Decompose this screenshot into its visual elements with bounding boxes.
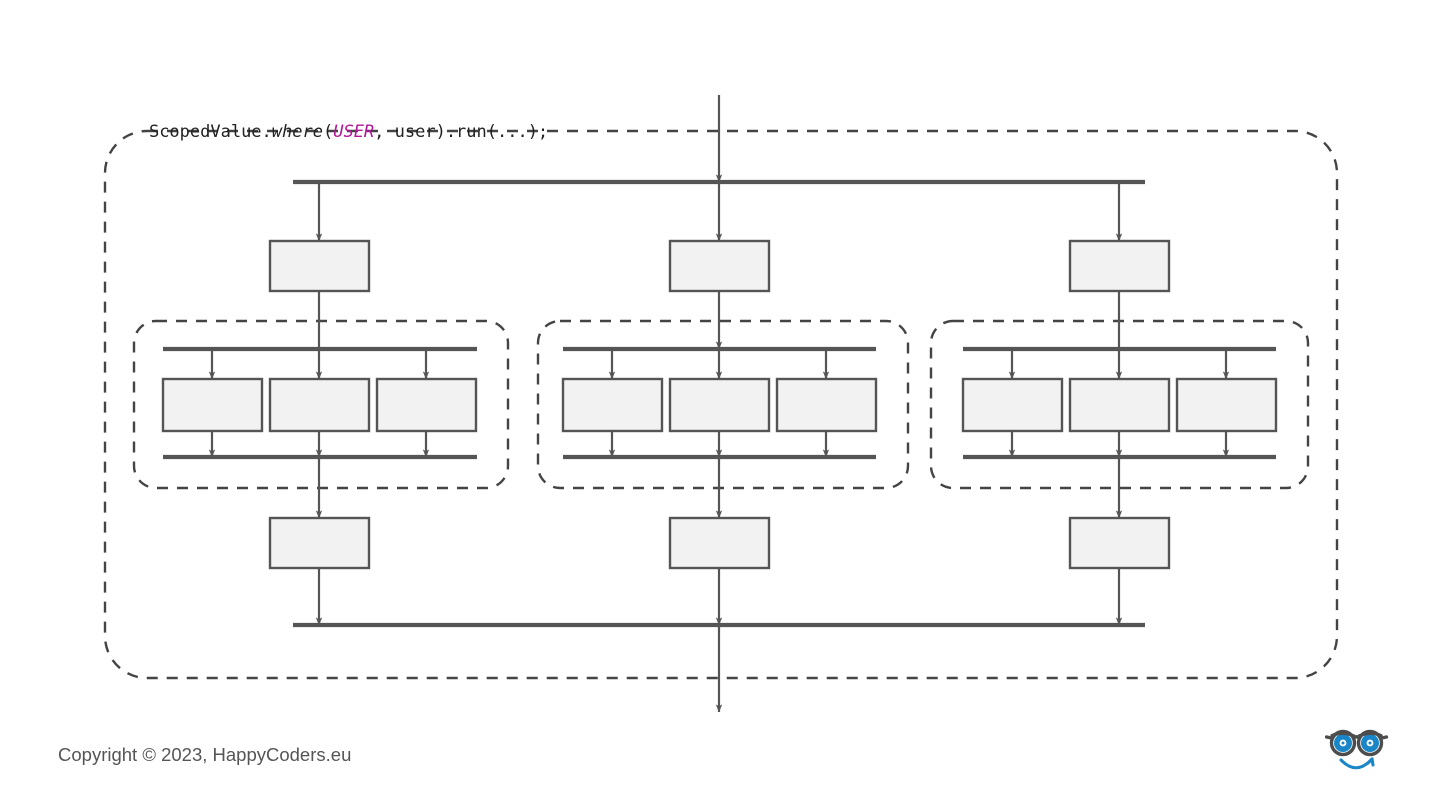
code-open-paren: ( [322, 122, 334, 142]
footer-copyright: Copyright © 2023, HappyCoders.eu [58, 744, 352, 765]
outer-task-left[interactable] [268, 239, 371, 293]
code-label: ScopedValue.where(USER, user).run(...); [108, 102, 548, 162]
outer-task-center-2[interactable] [668, 516, 771, 570]
outer-task-center[interactable] [668, 239, 771, 293]
inner-scope-left-boundary [132, 319, 510, 490]
outer-task-left-2[interactable] [268, 516, 371, 570]
inner-task-6[interactable] [775, 377, 878, 433]
inner-scope-center-boundary [536, 319, 910, 490]
outer-task-right[interactable] [1068, 239, 1171, 293]
inner-task-5[interactable] [668, 377, 771, 433]
inner-task-4[interactable] [561, 377, 664, 433]
inner-task-2[interactable] [268, 377, 371, 433]
outer-task-right-2[interactable] [1068, 516, 1171, 570]
outer-scope-boundary [103, 129, 1339, 680]
inner-task-8[interactable] [1068, 377, 1171, 433]
inner-task-7[interactable] [961, 377, 1064, 433]
happycoders-glasses-logo [1325, 726, 1389, 778]
code-receiver: ScopedValue. [148, 122, 272, 142]
inner-task-9[interactable] [1175, 377, 1278, 433]
inner-task-3[interactable] [375, 377, 478, 433]
code-method-name: where [271, 122, 323, 142]
code-constant-user: USER [333, 122, 375, 142]
inner-task-1[interactable] [161, 377, 264, 433]
code-arguments: , user).run(...); [374, 122, 549, 142]
